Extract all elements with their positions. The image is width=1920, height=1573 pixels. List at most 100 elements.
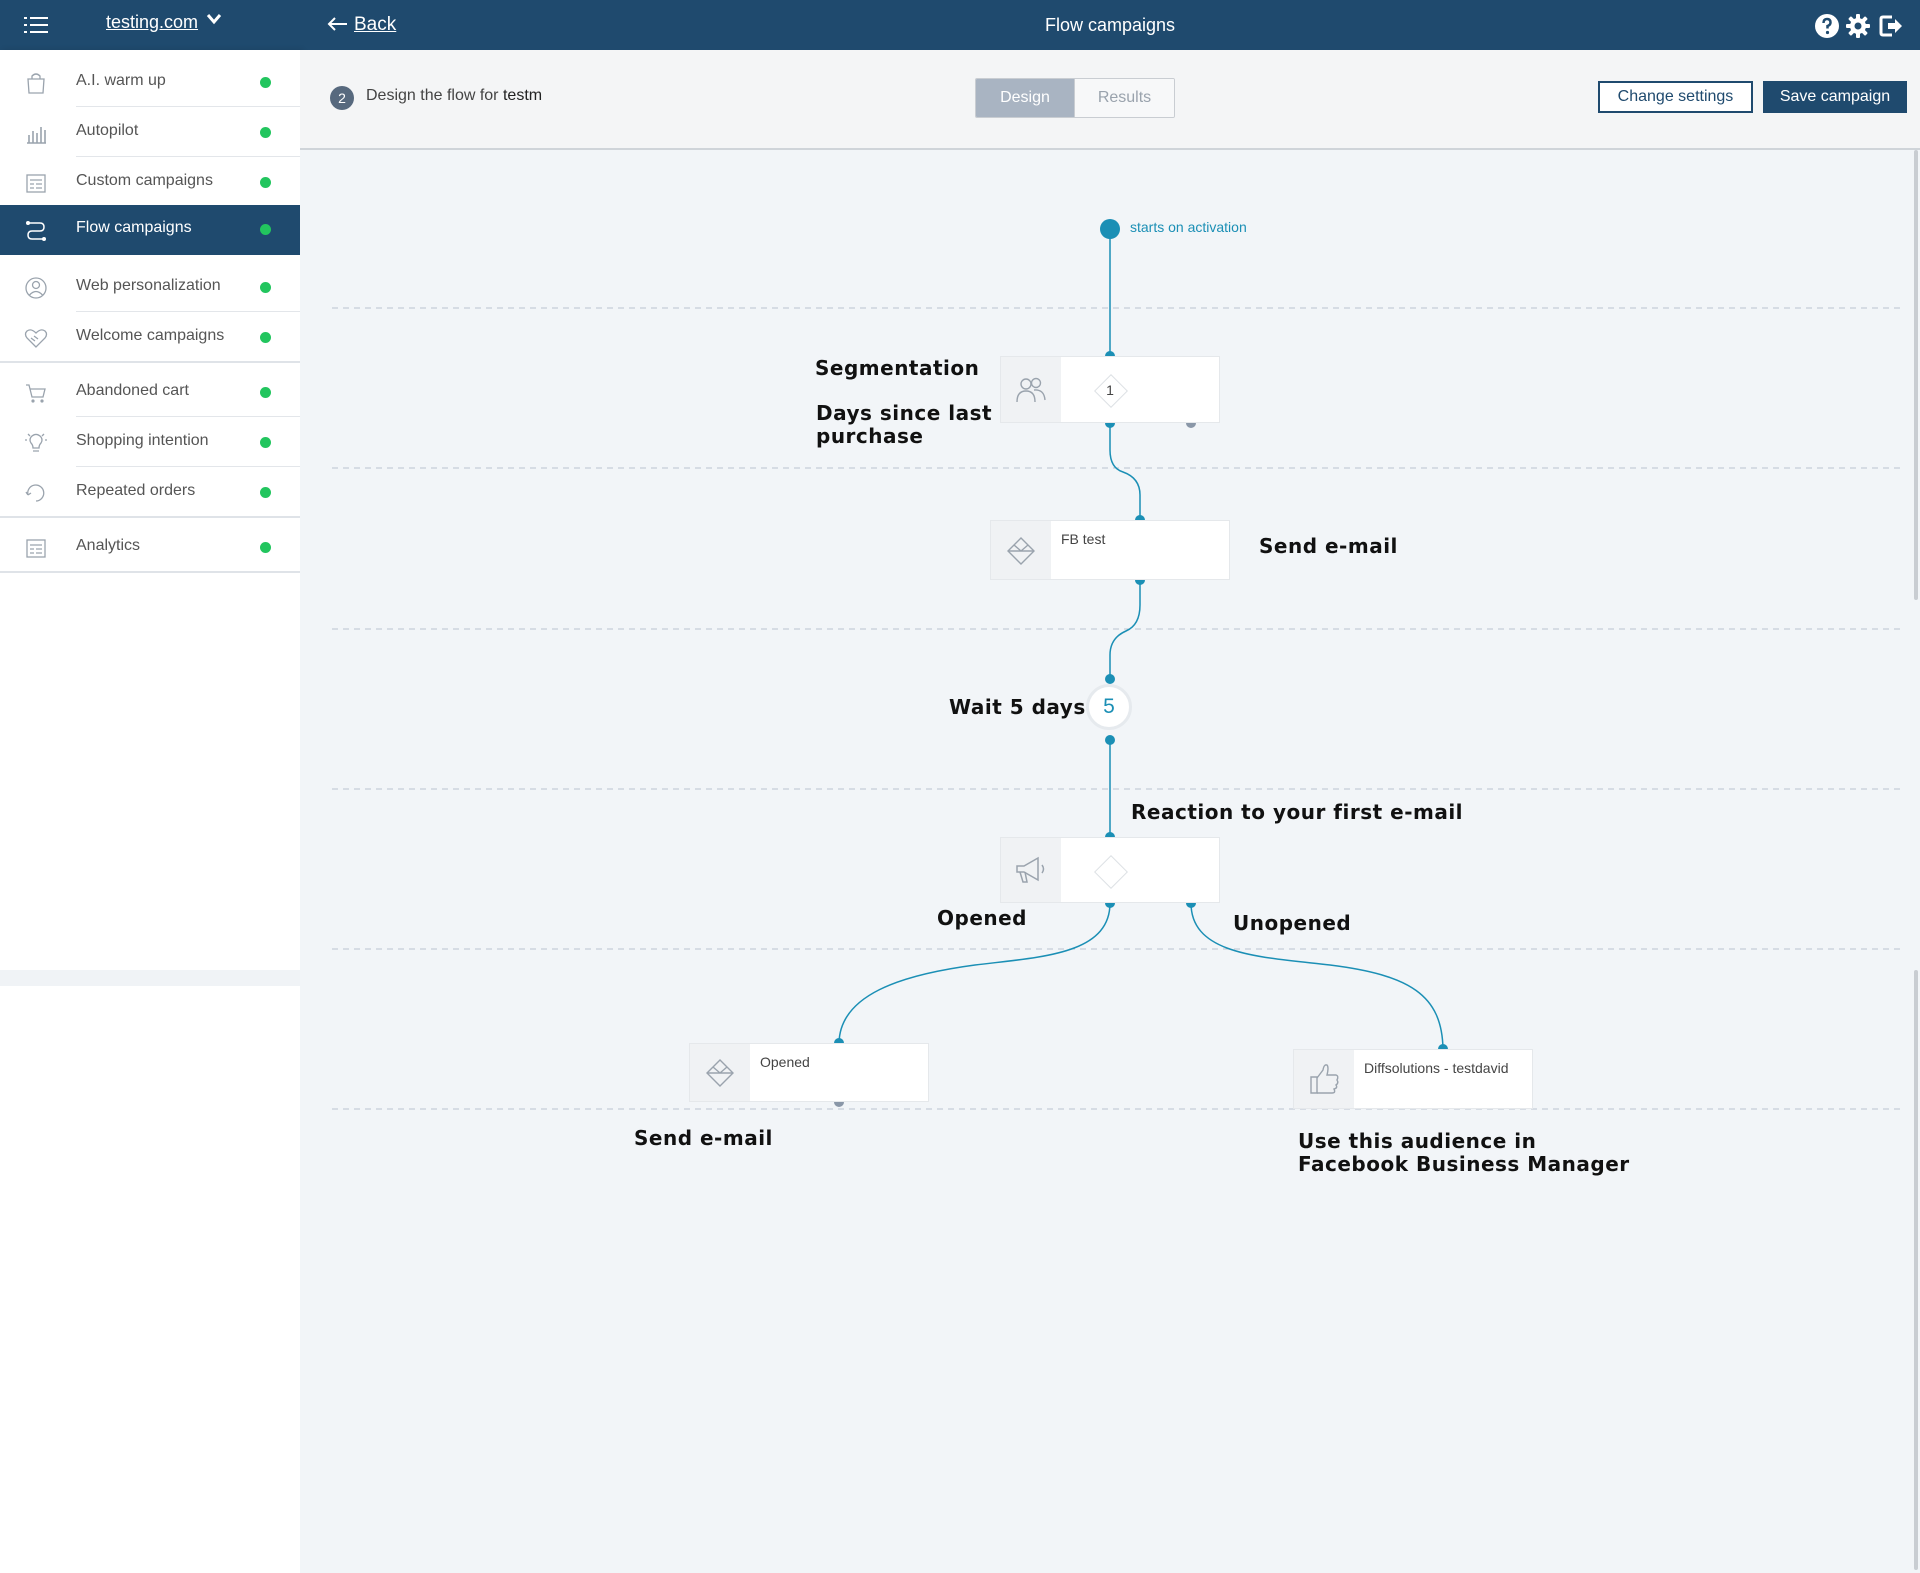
- start-node[interactable]: [1100, 219, 1120, 239]
- flow-canvas: starts on activation 1 FB test 5: [300, 150, 1920, 1573]
- bar-chart-icon: [27, 127, 46, 144]
- sidebar-item-abandoned-cart[interactable]: Abandoned cart: [0, 368, 300, 417]
- status-dot: [260, 542, 271, 553]
- annotation-segmentation: Segmentation: [815, 356, 980, 380]
- back-label: Back: [354, 14, 397, 35]
- segmentation-node[interactable]: [1000, 356, 1220, 423]
- lightbulb-icon: [25, 433, 47, 452]
- sidebar-item-shopping-intention[interactable]: Shopping intention: [0, 418, 300, 467]
- annotation-days-since-1: Days since last: [816, 401, 993, 425]
- annotation-unopened: Unopened: [1233, 911, 1352, 935]
- help-icon[interactable]: [1814, 13, 1840, 39]
- sidebar-item-label: Analytics: [76, 537, 141, 554]
- start-label: starts on activation: [1130, 219, 1247, 235]
- change-settings-button[interactable]: Change settings: [1598, 81, 1753, 113]
- repeat-icon: [25, 484, 45, 502]
- status-dot: [260, 332, 271, 343]
- status-dot: [260, 224, 271, 235]
- back-link[interactable]: Back: [326, 14, 396, 36]
- node-icon-area: [1294, 1050, 1354, 1108]
- sidebar-item-ai-warm-up[interactable]: A.I. warm up: [0, 58, 300, 107]
- node-icon-area: [1001, 838, 1061, 902]
- status-dot: [260, 77, 271, 88]
- sidebar-item-web-personalization[interactable]: Web personalization: [0, 263, 300, 312]
- annotation-opened: Opened: [937, 906, 1028, 930]
- sidebar-item-custom-campaigns[interactable]: Custom campaigns: [0, 158, 300, 207]
- people-icon: [1016, 377, 1046, 403]
- annotation-send-email-1: Send e-mail: [1259, 534, 1398, 558]
- annotation-audience-1: Use this audience in: [1298, 1129, 1537, 1153]
- audience-node[interactable]: Diffsolutions - testdavid: [1293, 1049, 1533, 1109]
- menu-icon[interactable]: [24, 16, 48, 34]
- tab-results[interactable]: Results: [1074, 79, 1174, 117]
- scrollbar[interactable]: [1914, 150, 1918, 600]
- megaphone-icon: [1016, 856, 1045, 883]
- tab-design[interactable]: Design: [976, 79, 1074, 117]
- status-dot: [260, 387, 271, 398]
- node-title: Opened: [760, 1054, 810, 1070]
- status-dot: [260, 177, 271, 188]
- sidebar-item-label: Autopilot: [76, 122, 139, 139]
- segmentation-number: 1: [1106, 382, 1114, 398]
- cart-icon: [26, 384, 46, 403]
- mode-toggle: Design Results: [975, 78, 1175, 118]
- sidebar-item-label: Shopping intention: [76, 432, 209, 449]
- connector-lines: [838, 229, 1444, 1050]
- wait-node[interactable]: 5: [1086, 684, 1132, 730]
- sidebar-item-label: Web personalization: [76, 277, 221, 294]
- domain-selector[interactable]: testing.com: [106, 12, 199, 32]
- sidebar-item-label: A.I. warm up: [76, 72, 166, 89]
- node-icon-area: [690, 1044, 750, 1101]
- step-heading: Design the flow for testm: [366, 87, 542, 105]
- sidebar-item-label: Welcome campaigns: [76, 327, 225, 344]
- person-circle-icon: [25, 277, 47, 299]
- email-node-fb-test[interactable]: FB test: [990, 520, 1230, 580]
- annotation-reaction: Reaction to your first e-mail: [1131, 800, 1464, 824]
- sidebar-item-label: Custom campaigns: [76, 172, 213, 189]
- chevron-down-icon[interactable]: [206, 12, 222, 26]
- status-dot: [260, 127, 271, 138]
- list-card-icon: [26, 174, 46, 193]
- sidebar-item-analytics[interactable]: Analytics: [0, 523, 300, 572]
- status-dot: [260, 437, 271, 448]
- sidebar: A.I. warm up Autopilot Custom campaigns …: [0, 50, 300, 1573]
- step-badge: 2: [330, 86, 354, 110]
- node-icon-area: [991, 521, 1051, 579]
- save-campaign-button[interactable]: Save campaign: [1763, 81, 1907, 113]
- sidebar-item-autopilot[interactable]: Autopilot: [0, 108, 300, 157]
- node-title: Diffsolutions - testdavid: [1364, 1060, 1509, 1076]
- flow-icon: [26, 221, 46, 241]
- annotation-days-since-2: purchase: [816, 424, 924, 448]
- arrow-left-icon: [327, 17, 347, 31]
- sidebar-item-welcome-campaigns[interactable]: Welcome campaigns: [0, 313, 300, 362]
- sidebar-item-flow-campaigns[interactable]: Flow campaigns: [0, 205, 300, 255]
- thumbs-up-icon: [1310, 1064, 1339, 1094]
- envelope-icon: [1007, 537, 1035, 565]
- step-text: Design the flow for: [366, 87, 499, 104]
- sidebar-item-label: Flow campaigns: [76, 219, 192, 236]
- bag-icon: [27, 73, 45, 94]
- gear-icon[interactable]: [1845, 13, 1871, 39]
- campaign-name: testm: [502, 87, 543, 104]
- status-dot: [260, 282, 271, 293]
- analytics-card-icon: [26, 539, 46, 558]
- annotation-wait: Wait 5 days: [949, 695, 1086, 719]
- page-title: Flow campaigns: [1044, 15, 1176, 35]
- handshake-heart-icon: [24, 329, 48, 348]
- sidebar-item-label: Abandoned cart: [76, 382, 189, 399]
- lane-separators: [332, 307, 1905, 1110]
- top-bar: testing.com Back Flow campaigns: [0, 0, 1920, 50]
- envelope-icon: [706, 1059, 734, 1087]
- sidebar-item-repeated-orders[interactable]: Repeated orders: [0, 468, 300, 517]
- sidebar-item-label: Repeated orders: [76, 482, 196, 499]
- email-node-opened[interactable]: Opened: [689, 1043, 929, 1102]
- node-title: FB test: [1061, 531, 1106, 547]
- annotation-send-email-2: Send e-mail: [634, 1126, 773, 1150]
- flow-connectors: [332, 219, 1905, 1110]
- node-icon-area: [1001, 357, 1061, 422]
- scrollbar-lower[interactable]: [1914, 970, 1918, 1570]
- logout-icon[interactable]: [1878, 13, 1904, 39]
- flow-header: 2 Design the flow for testm Design Resul…: [300, 50, 1920, 150]
- annotation-audience-2: Facebook Business Manager: [1298, 1152, 1630, 1176]
- status-dot: [260, 487, 271, 498]
